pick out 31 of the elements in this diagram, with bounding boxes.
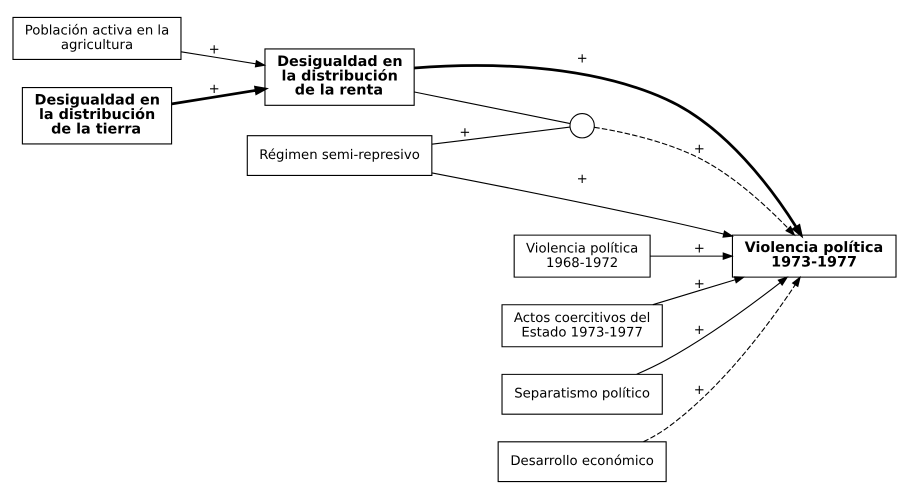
- node-circle: [569, 112, 595, 138]
- edge-label: +: [694, 276, 705, 292]
- node-box: Violencia política 1968-1972: [514, 234, 651, 278]
- edge-label: +: [208, 42, 220, 57]
- edge-label: +: [694, 382, 705, 398]
- arrow: [414, 64, 804, 238]
- edge-label: +: [694, 240, 705, 256]
- node-box: Actos coercitivos del Estado 1973-1977: [501, 304, 663, 347]
- arrow: [643, 275, 801, 442]
- edge-label: +: [576, 50, 588, 66]
- connector: [414, 90, 570, 124]
- node-box: Régimen semi-represivo: [246, 134, 432, 176]
- arrow: [181, 50, 266, 68]
- node-box: Separatismo político: [501, 373, 663, 414]
- edge-label: +: [694, 322, 705, 338]
- arrow: [636, 276, 789, 374]
- arrow: [594, 126, 796, 236]
- node-box: Población activa en la agricultura: [12, 16, 182, 60]
- node-box: Desigualdad en la distribución de la renta: [264, 48, 415, 106]
- node-box: Desigualdad en la distribución de la tierra: [22, 86, 172, 144]
- node-box: Desarrollo económico: [498, 440, 667, 482]
- node-box: Violencia política 1973-1977: [732, 234, 897, 278]
- edge-label: +: [694, 141, 705, 156]
- edge-label: +: [576, 171, 588, 186]
- arrow: [172, 85, 269, 105]
- edge-label: +: [459, 124, 471, 140]
- connector: [432, 126, 570, 144]
- arrow: [432, 172, 734, 238]
- arrow: [650, 252, 734, 260]
- edge-label: +: [208, 82, 220, 97]
- arrow: [652, 276, 746, 305]
